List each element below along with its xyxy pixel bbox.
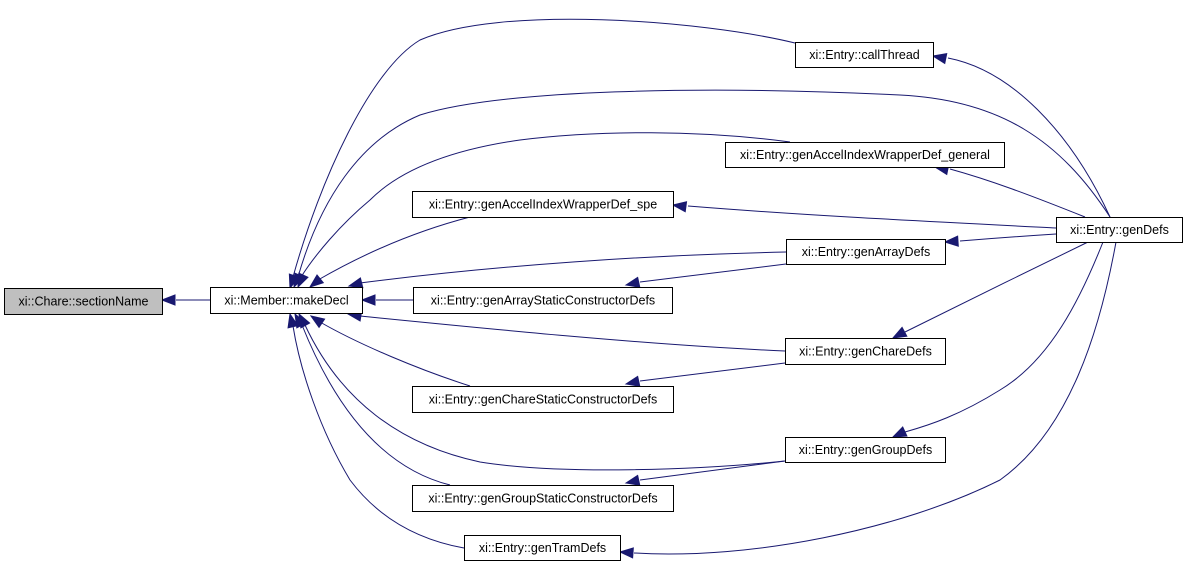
edge-genArrayDefs-to-makeDecl bbox=[347, 251, 787, 289]
arrowhead-icon bbox=[160, 294, 176, 306]
edge-genDefs-to-genAccelGeneral bbox=[933, 164, 1086, 218]
node-genTramDefs[interactable]: xi::Entry::genTramDefs bbox=[464, 535, 621, 561]
edge-genDefs-to-genTramDefs bbox=[618, 241, 1117, 559]
edge-genDefs-to-genArrayDefs bbox=[943, 233, 1057, 247]
arrowhead-icon bbox=[943, 235, 959, 247]
node-box[interactable] bbox=[785, 437, 946, 463]
node-genArrayStatic[interactable]: xi::Entry::genArrayStaticConstructorDefs bbox=[413, 287, 673, 314]
node-sectionName: xi::Chare::sectionName bbox=[4, 288, 163, 315]
edge-makeDecl-to-sectionName bbox=[160, 294, 210, 306]
arrowhead-icon bbox=[309, 315, 326, 329]
arrowhead-icon bbox=[308, 274, 325, 288]
arrowhead-icon bbox=[671, 201, 688, 213]
arrowhead-icon bbox=[618, 547, 634, 559]
node-label: xi::Entry::callThread bbox=[809, 48, 920, 62]
edge-line bbox=[639, 362, 786, 382]
node-box[interactable] bbox=[412, 386, 674, 413]
arrowhead-icon bbox=[294, 312, 307, 329]
edge-genGroupDefs-to-genGroupStatic bbox=[624, 460, 786, 486]
node-label: xi::Entry::genGroupDefs bbox=[799, 443, 932, 457]
node-genAccelSpe[interactable]: xi::Entry::genAccelIndexWrapperDef_spe bbox=[412, 191, 674, 218]
nodes-layer: xi::Chare::sectionName xi::Member::makeDe… bbox=[4, 42, 1183, 561]
node-label: xi::Member::makeDecl bbox=[224, 294, 348, 308]
edge-line bbox=[292, 325, 465, 549]
edge-line bbox=[687, 205, 1057, 229]
node-box[interactable] bbox=[210, 287, 363, 314]
node-genDefs[interactable]: xi::Entry::genDefs bbox=[1056, 217, 1183, 243]
arrowhead-icon bbox=[297, 272, 309, 289]
edge-genArrayDefs-to-genArrayStatic bbox=[624, 263, 787, 288]
node-box[interactable] bbox=[1056, 217, 1183, 243]
edge-line bbox=[959, 233, 1057, 242]
edge-genGroupStatic-to-makeDecl bbox=[294, 312, 451, 486]
node-box[interactable] bbox=[795, 42, 934, 68]
node-box[interactable] bbox=[412, 485, 674, 512]
node-genGroupDefs[interactable]: xi::Entry::genGroupDefs bbox=[785, 437, 946, 463]
node-box[interactable] bbox=[786, 239, 946, 265]
node-box[interactable] bbox=[785, 338, 946, 365]
edge-line bbox=[317, 216, 471, 281]
node-label: xi::Entry::genArrayDefs bbox=[802, 245, 931, 259]
edge-genTramDefs-to-makeDecl bbox=[287, 312, 465, 549]
edge-genAccelGeneral-to-makeDecl bbox=[297, 132, 791, 289]
arrowhead-icon bbox=[891, 326, 908, 339]
node-box[interactable] bbox=[413, 287, 673, 314]
edge-line bbox=[304, 324, 786, 471]
node-label: xi::Entry::genAccelIndexWrapperDef_gener… bbox=[740, 148, 990, 162]
edge-line bbox=[949, 168, 1086, 218]
edge-callThread-to-makeDecl bbox=[288, 18, 796, 290]
node-genAccelGeneral[interactable]: xi::Entry::genAccelIndexWrapperDef_gener… bbox=[725, 142, 1005, 168]
edge-genAccelSpe-to-makeDecl bbox=[308, 216, 471, 288]
edge-genDefs-to-callThread bbox=[931, 53, 1111, 218]
node-label: xi::Entry::genChareDefs bbox=[799, 345, 932, 359]
edge-line bbox=[947, 57, 1111, 218]
node-label: xi::Entry::genDefs bbox=[1070, 223, 1169, 237]
node-box[interactable] bbox=[412, 191, 674, 218]
node-box bbox=[4, 288, 163, 315]
edge-line bbox=[359, 251, 787, 284]
arrowhead-icon bbox=[624, 276, 641, 288]
edge-line bbox=[297, 89, 1111, 278]
arrowhead-icon bbox=[624, 474, 641, 486]
node-callThread[interactable]: xi::Entry::callThread bbox=[795, 42, 934, 68]
arrowhead-icon bbox=[624, 375, 641, 387]
node-label: xi::Entry::genChareStaticConstructorDefs bbox=[429, 393, 658, 407]
edge-line bbox=[633, 241, 1117, 555]
edge-genChareDefs-to-genChareStatic bbox=[624, 362, 786, 387]
arrowhead-icon bbox=[347, 277, 364, 289]
edge-genChareStatic-to-makeDecl bbox=[309, 315, 471, 387]
edge-genDefs-to-genAccelSpe bbox=[671, 201, 1057, 229]
node-genChareStatic[interactable]: xi::Entry::genChareStaticConstructorDefs bbox=[412, 386, 674, 413]
edge-genArrayStatic-to-makeDecl bbox=[360, 294, 413, 306]
arrowhead-icon bbox=[287, 312, 299, 329]
arrowhead-icon bbox=[891, 426, 908, 438]
edge-line bbox=[301, 324, 451, 486]
edge-genDefs-to-makeDecl bbox=[293, 89, 1111, 289]
edge-genDefs-to-genChareDefs bbox=[891, 241, 1089, 339]
edge-line bbox=[300, 132, 791, 278]
node-makeDecl[interactable]: xi::Member::makeDecl bbox=[210, 287, 363, 314]
edge-line bbox=[319, 321, 471, 387]
edge-line bbox=[639, 460, 786, 481]
node-label: xi::Entry::genArrayStaticConstructorDefs bbox=[431, 294, 655, 308]
edges-layer bbox=[160, 18, 1117, 559]
node-genGroupStatic[interactable]: xi::Entry::genGroupStaticConstructorDefs bbox=[412, 485, 674, 512]
edge-line bbox=[904, 241, 1104, 433]
edge-line bbox=[359, 315, 786, 352]
node-label: xi::Entry::genTramDefs bbox=[479, 541, 606, 555]
node-genChareDefs[interactable]: xi::Entry::genChareDefs bbox=[785, 338, 946, 365]
edge-genChareDefs-to-makeDecl bbox=[346, 310, 786, 352]
node-box[interactable] bbox=[464, 535, 621, 561]
node-box[interactable] bbox=[725, 142, 1005, 168]
edge-genDefs-to-genGroupDefs bbox=[891, 241, 1104, 438]
arrowhead-icon bbox=[360, 294, 376, 306]
node-label: xi::Entry::genGroupStaticConstructorDefs bbox=[428, 492, 657, 506]
node-label: xi::Chare::sectionName bbox=[19, 295, 149, 309]
node-genArrayDefs[interactable]: xi::Entry::genArrayDefs bbox=[786, 239, 946, 265]
node-label: xi::Entry::genAccelIndexWrapperDef_spe bbox=[429, 198, 657, 212]
edge-line bbox=[639, 263, 787, 283]
edge-line bbox=[904, 241, 1089, 333]
arrowhead-icon bbox=[931, 53, 948, 65]
edge-line bbox=[292, 18, 796, 278]
